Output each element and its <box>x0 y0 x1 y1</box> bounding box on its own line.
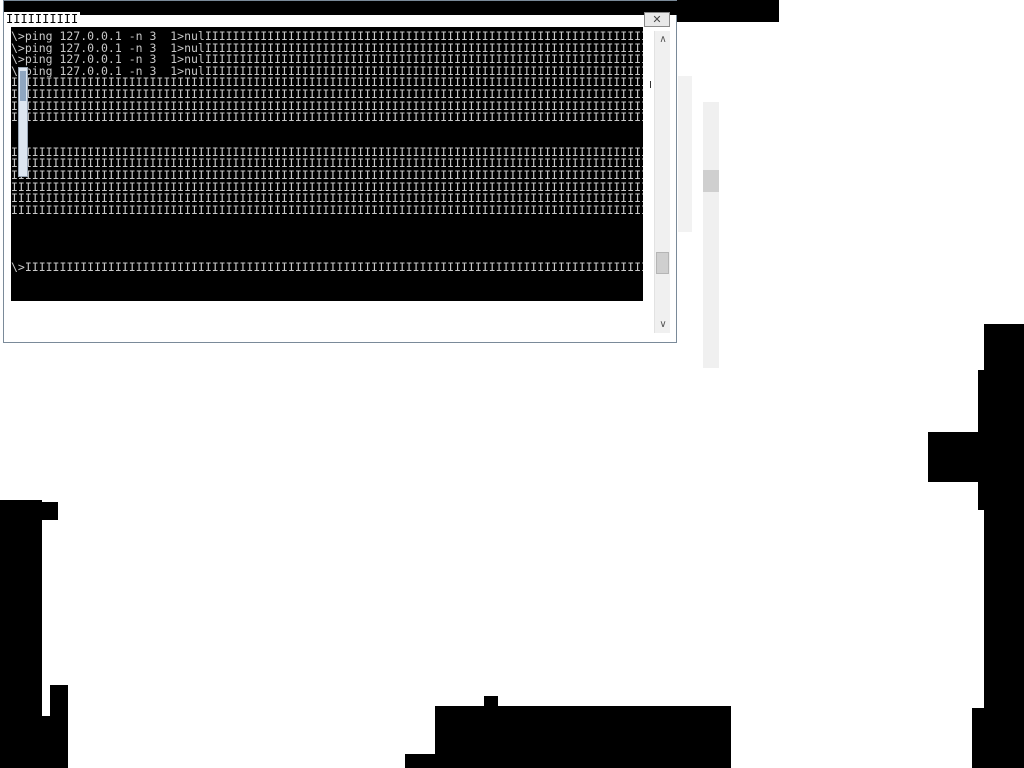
console-line: IIIIIIIIIIIIIIIIIIIIIIIIIIIIIIIIIIIIIIII… <box>11 169 643 182</box>
background-block <box>484 696 498 710</box>
console-line: \>ping 127.0.0.1 -n 3 1>nulIIIIIIIIIIIII… <box>11 54 643 66</box>
close-icon: ✕ <box>652 13 662 26</box>
console-line: IIIIIIIIIIIIIIIIIIIIIIIIIIIIIIIIIIIIIIII… <box>11 193 643 205</box>
console-output[interactable]: \>ping 127.0.0.1 -n 3 1>nulIIIIIIIIIIIII… <box>11 27 643 301</box>
background-block <box>972 708 1024 768</box>
console-blank-line <box>11 124 643 147</box>
console-line: IIIIIIIIIIIIIIIIIIIIIIIIIIIIIIIIIIIIIIII… <box>11 88 643 101</box>
chevron-up-icon: ∧ <box>659 34 667 45</box>
console-line: IIIIIIIIIIIIIIIIIIIIIIIIIIIIIIIIIIIIIIII… <box>11 146 643 159</box>
console-line: IIIIIIIIIIIIIIIIIIIIIIIIIIIIIIIIIIIIIIII… <box>11 158 643 170</box>
background-block <box>50 685 68 725</box>
background-scrollbar-track <box>678 76 692 232</box>
console-lines: \>ping 127.0.0.1 -n 3 1>nulIIIIIIIIIIIII… <box>11 31 643 274</box>
console-line: IIIIIIIIIIIIIIIIIIIIIIIIIIIIIIIIIIIIIIII… <box>11 204 643 217</box>
background-block <box>677 0 779 22</box>
console-line: \>ping 127.0.0.1 -n 3 1>nulIIIIIIIIIIIII… <box>11 31 643 43</box>
background-block <box>405 754 445 768</box>
console-prompt-line: \>IIIIIIIIIIIIIIIIIIIIIIIIIIIIIIIIIIIIII… <box>11 262 643 274</box>
background-block <box>38 502 58 520</box>
close-button[interactable]: ✕ <box>644 12 670 27</box>
background-scrollbar-thumb <box>703 170 719 192</box>
left-scroll-handle-grip <box>20 71 26 101</box>
window-title: IIIIIIIIII <box>4 12 81 26</box>
scroll-thumb[interactable] <box>656 252 669 274</box>
console-line: IIIIIIIIIIIIIIIIIIIIIIIIIIIIIIIIIIIIIIII… <box>11 112 643 124</box>
console-line: IIIIIIIIIIIIIIIIIIIIIIIIIIIIIIIIIIIIIIII… <box>11 77 643 89</box>
background-scrollbar-track <box>703 102 719 368</box>
title-bar[interactable] <box>4 1 678 15</box>
console-scrollbar[interactable]: ∧ ∨ <box>654 31 670 333</box>
scroll-down-button[interactable]: ∨ <box>655 318 671 332</box>
console-window: IIIIIIIIII ✕ \>ping 127.0.0.1 -n 3 1>nul… <box>3 0 678 343</box>
console-line: \>ping 127.0.0.1 -n 3 1>nulIIIIIIIIIIIII… <box>11 42 643 55</box>
background-block <box>928 432 988 482</box>
background-block <box>435 706 731 768</box>
chevron-down-icon: ∨ <box>659 319 667 330</box>
console-line: IIIIIIIIIIIIIIIIIIIIIIIIIIIIIIIIIIIIIIII… <box>11 181 643 194</box>
scroll-up-button[interactable]: ∧ <box>655 33 671 47</box>
console-line: \>ping 127.0.0.1 -n 3 1>nulIIIIIIIIIIIII… <box>11 65 643 78</box>
console-line: IIIIIIIIIIIIIIIIIIIIIIIIIIIIIIIIIIIIIIII… <box>11 100 643 113</box>
console-blank-line <box>11 216 643 262</box>
left-scroll-handle[interactable] <box>18 67 28 177</box>
cursor-tick <box>650 81 651 88</box>
